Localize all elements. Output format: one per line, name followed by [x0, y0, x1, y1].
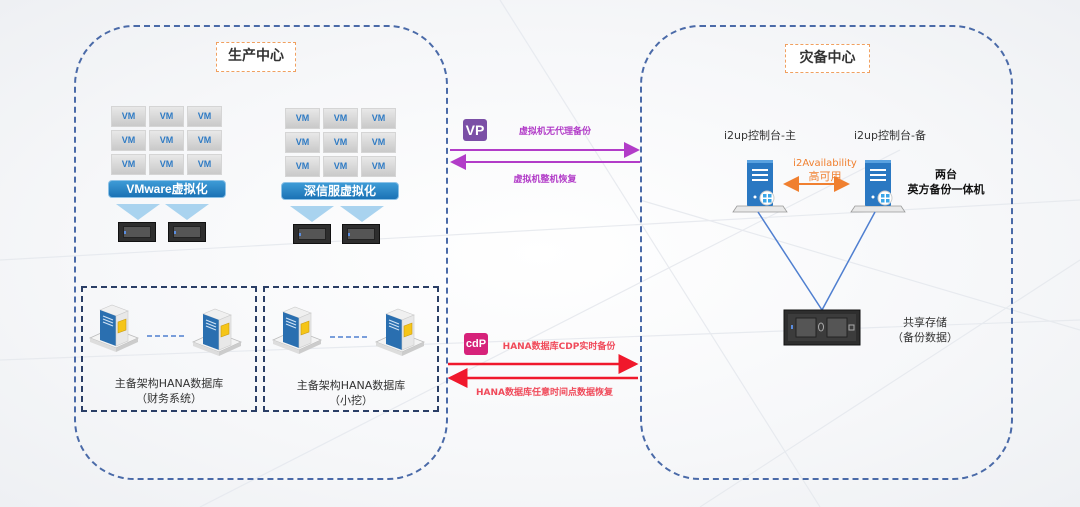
vm-tile: VM — [361, 108, 396, 129]
cdp-backward-label: HANA数据库任意时间点数据恢复 — [476, 388, 613, 398]
vm-tile: VM — [323, 108, 358, 129]
storage-link-primary — [757, 211, 823, 311]
vp-forward-label: 虚拟机无代理备份 — [518, 127, 591, 137]
vm-tile: VM — [187, 154, 222, 175]
vm-tile: VM — [361, 156, 396, 177]
arrow-down-icon — [165, 204, 209, 220]
sangfor-vm-grid: VM VM VM VM VM VM VM VM VM — [285, 108, 396, 177]
vm-tile: VM — [187, 106, 222, 127]
host-server-icon — [293, 224, 331, 244]
cdp-badge: cdP — [464, 333, 488, 355]
console-primary-label: i2up控制台-主 — [724, 129, 796, 142]
shared-storage-icon — [783, 309, 861, 346]
sangfor-platform-label: 深信服虚拟化 — [281, 182, 399, 200]
vm-tile: VM — [323, 156, 358, 177]
arrow-down-icon — [340, 206, 384, 222]
production-center-zone — [74, 25, 448, 480]
appliance-label: 两台 英方备份一体机 — [907, 168, 985, 196]
vmware-vm-grid: VM VM VM VM VM VM VM VM VM — [111, 106, 222, 175]
disaster-center-zone — [640, 25, 1013, 480]
console-backup-label: i2up控制台-备 — [854, 129, 926, 142]
vm-tile: VM — [149, 154, 184, 175]
cdp-forward-label: HANA数据库CDP实时备份 — [502, 342, 616, 352]
vm-tile: VM — [111, 154, 146, 175]
host-server-icon — [168, 222, 206, 242]
hana-finance-zone — [81, 286, 257, 412]
arrow-down-icon — [116, 204, 160, 220]
vmware-platform-label: VMware虚拟化 — [108, 180, 226, 198]
vm-tile: VM — [285, 132, 320, 153]
arrow-down-icon — [290, 206, 334, 222]
vm-tile: VM — [285, 156, 320, 177]
vp-backward-label: 虚拟机整机恢复 — [513, 175, 577, 185]
vm-tile: VM — [111, 130, 146, 151]
vm-tile: VM — [323, 132, 358, 153]
storage-link-backup — [821, 211, 876, 311]
vm-tile: VM — [111, 106, 146, 127]
disaster-center-title: 灾备中心 — [785, 44, 870, 73]
production-center-title: 生产中心 — [216, 42, 296, 72]
vm-tile: VM — [361, 132, 396, 153]
vp-badge: VP — [463, 119, 487, 141]
host-server-icon — [118, 222, 156, 242]
shared-storage-label: 共享存储 （备份数据） — [892, 316, 958, 344]
hana-xiaowa-zone — [263, 286, 439, 412]
host-server-icon — [342, 224, 380, 244]
vm-tile: VM — [149, 106, 184, 127]
console-primary-server-icon — [732, 159, 788, 213]
vm-tile: VM — [187, 130, 222, 151]
hana-xiaowa-label: 主备架构HANA数据库 （小挖） — [296, 379, 406, 407]
console-backup-server-icon — [850, 159, 906, 213]
vm-tile: VM — [285, 108, 320, 129]
hana-finance-label: 主备架构HANA数据库 （财务系统） — [114, 377, 224, 405]
vm-tile: VM — [149, 130, 184, 151]
ha-label-en: i2Availability — [793, 158, 857, 169]
